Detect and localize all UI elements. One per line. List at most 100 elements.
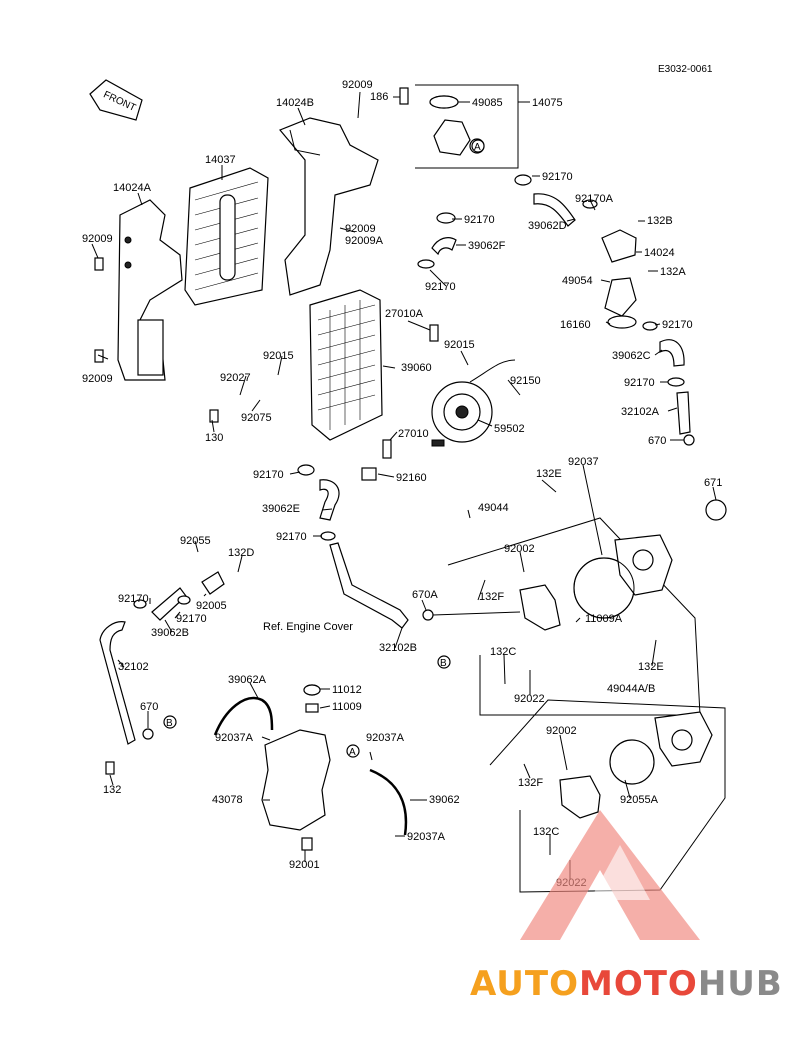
part-92055A: 92055A — [620, 794, 659, 806]
watermark-logo — [520, 810, 700, 940]
clamp-92170-e — [667, 377, 685, 387]
part-59502: 59502 — [494, 423, 525, 435]
hose-39062D — [533, 193, 576, 227]
part-132A: 132A — [660, 266, 686, 278]
part-92037A-a: 92037A — [215, 732, 254, 744]
fan-59502 — [431, 359, 516, 447]
clamp-92170-b — [436, 212, 456, 224]
front-arrow-icon: FRONT — [89, 79, 143, 121]
gasket-11009A — [573, 557, 635, 619]
part-132E-b: 132E — [638, 661, 664, 673]
clamp-92170-h — [177, 595, 191, 605]
clamp-92170-d — [642, 321, 658, 331]
part-132F-a: 132F — [479, 591, 504, 603]
part-39062: 39062 — [429, 794, 460, 806]
svg-text:B: B — [166, 718, 173, 729]
clamp-92170-c — [417, 259, 435, 269]
part-92170-d: 92170 — [662, 319, 693, 331]
part-11012: 11012 — [332, 684, 362, 696]
part-130: 130 — [205, 432, 223, 444]
thermostat-housing — [601, 229, 637, 329]
part-27010: 27010 — [398, 428, 429, 440]
ref-marker-b2: B — [163, 715, 177, 729]
part-49085: 49085 — [472, 97, 503, 109]
o-ring-670-b — [142, 728, 154, 740]
part-14075: 14075 — [532, 97, 563, 109]
hose-39062 — [369, 768, 408, 836]
part-132C-a: 132C — [490, 646, 516, 658]
part-11009: 11009 — [332, 701, 362, 713]
bolt-92009-bl — [94, 349, 104, 363]
part-49044AB: 49044A/B — [607, 683, 655, 695]
part-labels: 92009 186 49085 14075 14024B 14037 14024… — [82, 79, 722, 889]
part-39062F: 39062F — [468, 240, 506, 252]
part-92015-b: 92015 — [444, 339, 475, 351]
clamp-92170 — [514, 174, 532, 186]
leader-lines — [91, 91, 717, 880]
part-32102A: 32102A — [621, 406, 660, 418]
clamp-92170-i — [133, 599, 147, 609]
part-92170-g: 92170 — [276, 531, 307, 543]
hose-39062C — [659, 339, 685, 367]
part-92170A: 92170A — [575, 193, 614, 205]
bolt-186 — [399, 87, 409, 105]
part-92170-h: 92170 — [118, 593, 149, 605]
shroud-14024A — [117, 199, 183, 381]
bolt-132 — [105, 761, 115, 775]
diagram-code: E3032-0061 — [658, 64, 713, 75]
o-ring-671 — [705, 499, 727, 521]
radiator-39060 — [309, 289, 383, 441]
water-pump-group-49044AB — [489, 699, 726, 893]
part-670A: 670A — [412, 589, 438, 601]
part-670-b: 670 — [140, 701, 158, 713]
part-49054: 49054 — [562, 275, 593, 287]
part-92009-left: 92009 — [82, 233, 113, 245]
part-132D: 132D — [228, 547, 254, 559]
part-92027: 92027 — [220, 372, 251, 384]
part-132C-b: 132C — [533, 826, 559, 838]
part-92037: 92037 — [568, 456, 599, 468]
part-39060: 39060 — [401, 362, 432, 374]
part-92001: 92001 — [289, 859, 320, 871]
pipe-32102A — [676, 391, 691, 435]
clamp-92170-g — [320, 531, 336, 541]
grommet-92160 — [361, 467, 377, 481]
part-49044: 49044 — [478, 502, 509, 514]
cap-11012 — [303, 684, 321, 696]
part-92009-bottom-left: 92009 — [82, 373, 113, 385]
hose-39062E — [319, 479, 340, 521]
part-92170-a: 92170 — [542, 171, 573, 183]
part-92022-a: 92022 — [514, 693, 545, 705]
part-14037: 14037 — [205, 154, 236, 166]
part-670-a: 670 — [648, 435, 666, 447]
part-92170-e: 92170 — [624, 377, 655, 389]
part-39062B: 39062B — [151, 627, 189, 639]
bolt-130 — [209, 409, 219, 423]
part-132F-b: 132F — [518, 777, 543, 789]
pipe-32102 — [99, 621, 136, 745]
part-92037A-c: 92037A — [407, 831, 446, 843]
clamp-92170-f — [297, 464, 315, 476]
part-92160: 92160 — [396, 472, 427, 484]
water-pump-group-49044 — [447, 517, 701, 716]
ref-marker-b1: B — [437, 655, 451, 669]
part-92002-b: 92002 — [546, 725, 577, 737]
o-ring-670 — [683, 434, 695, 446]
part-92170-c: 92170 — [425, 281, 456, 293]
part-671: 671 — [704, 477, 722, 489]
svg-text:A: A — [474, 142, 481, 153]
part-92150: 92150 — [510, 375, 541, 387]
part-11009A: 11009A — [585, 613, 623, 625]
part-14024A: 14024A — [113, 182, 152, 194]
part-132B: 132B — [647, 215, 673, 227]
part-92037A-b: 92037A — [366, 732, 405, 744]
part-27010A: 27010A — [385, 308, 424, 320]
part-39062E: 39062E — [262, 503, 300, 515]
part-92170-b: 92170 — [464, 214, 495, 226]
sensor-27010A — [429, 324, 439, 342]
svg-text:B: B — [440, 658, 447, 669]
part-92009: 92009 — [342, 79, 373, 91]
ref-marker-a1: A — [471, 139, 485, 153]
part-92009-mid: 92009 — [345, 223, 376, 235]
